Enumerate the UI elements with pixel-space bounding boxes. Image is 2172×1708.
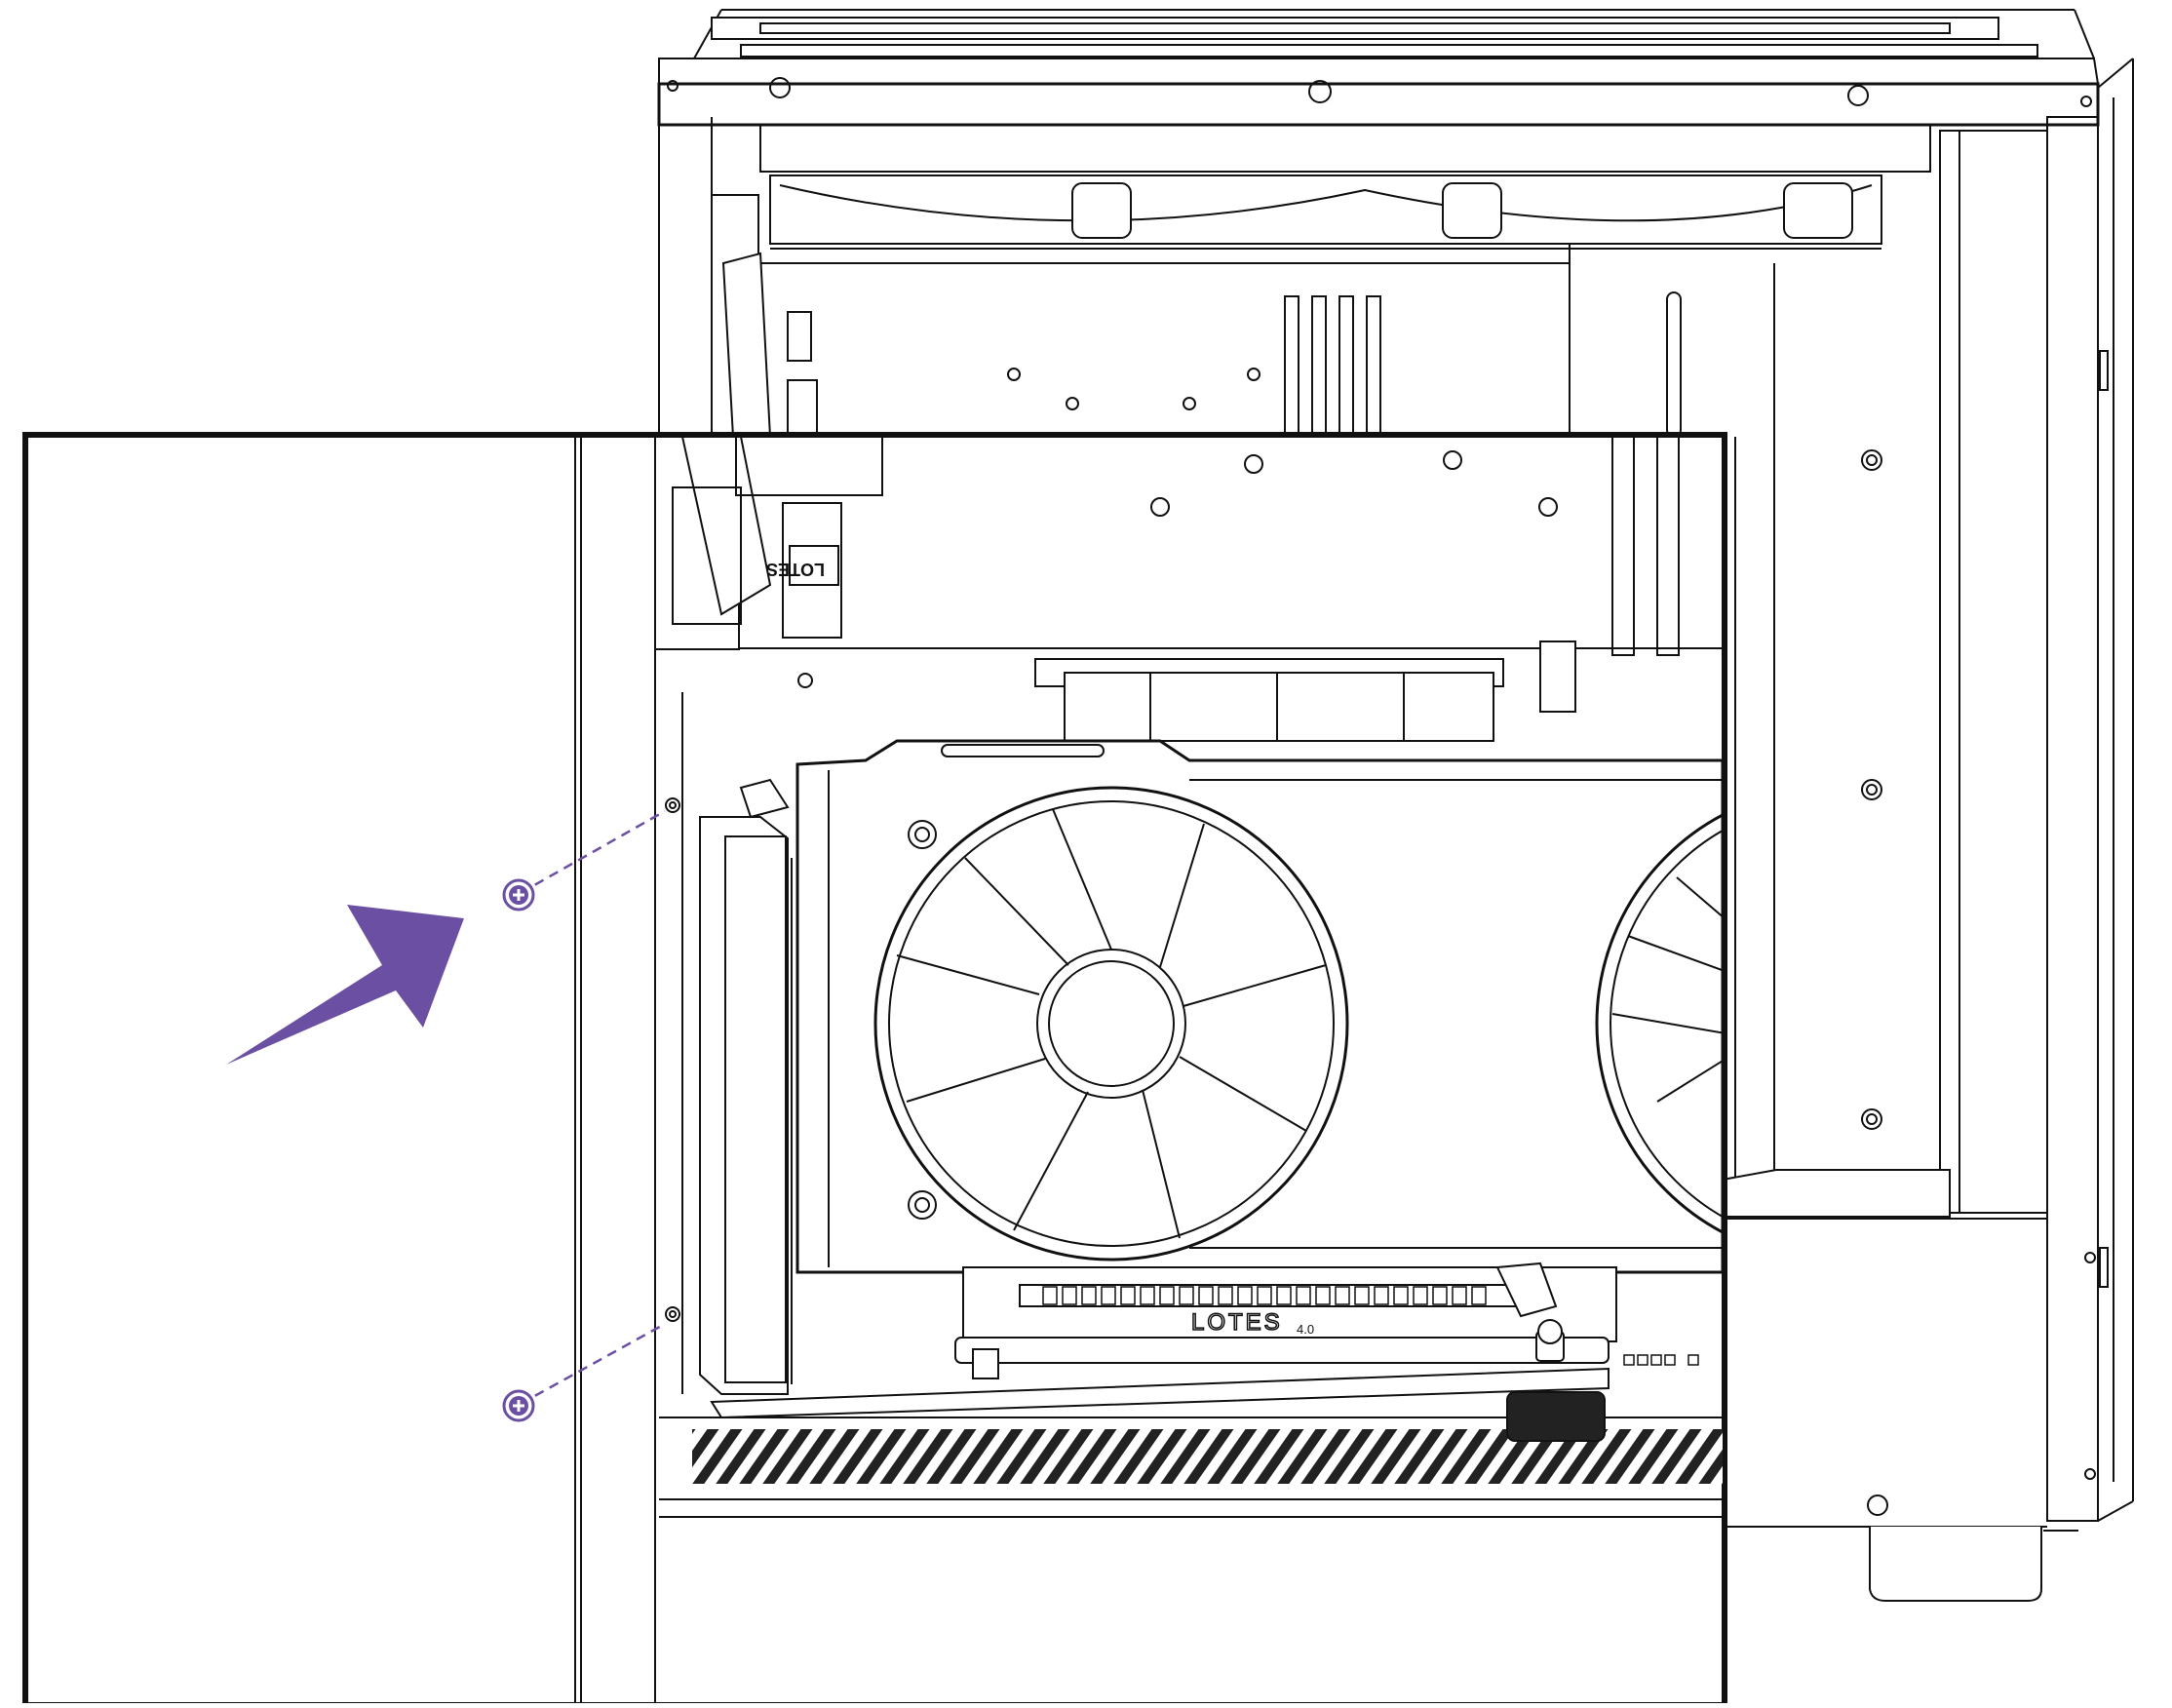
arrow-icon [226,905,464,1065]
gpu-fan-left [873,786,1349,1262]
bottom-shroud [659,1367,1723,1518]
motherboard-tray: LOTES [735,437,1723,742]
case-background [657,9,2134,1602]
screw-callouts [226,809,666,1422]
gpu-fan-right [1595,813,1723,1234]
inset-panel: LOTES [22,432,1727,1708]
screw-icon [502,878,535,912]
connector-version: 4.0 [1297,1322,1314,1337]
screw-guide-bottom [520,1322,666,1406]
pcie-riser: LOTES 4.0 [954,1262,1699,1379]
pci-bracket-rail [654,437,772,1703]
screw-guide-top [520,809,666,895]
gpu-bracket [699,778,793,1395]
top-rail [657,9,2100,127]
screw-icon [502,1389,535,1422]
bracket-label: LOTES [766,560,825,579]
graphics-card [795,739,1723,1274]
case-walls [658,58,2134,1602]
connector-label: LOTES [1191,1309,1283,1336]
